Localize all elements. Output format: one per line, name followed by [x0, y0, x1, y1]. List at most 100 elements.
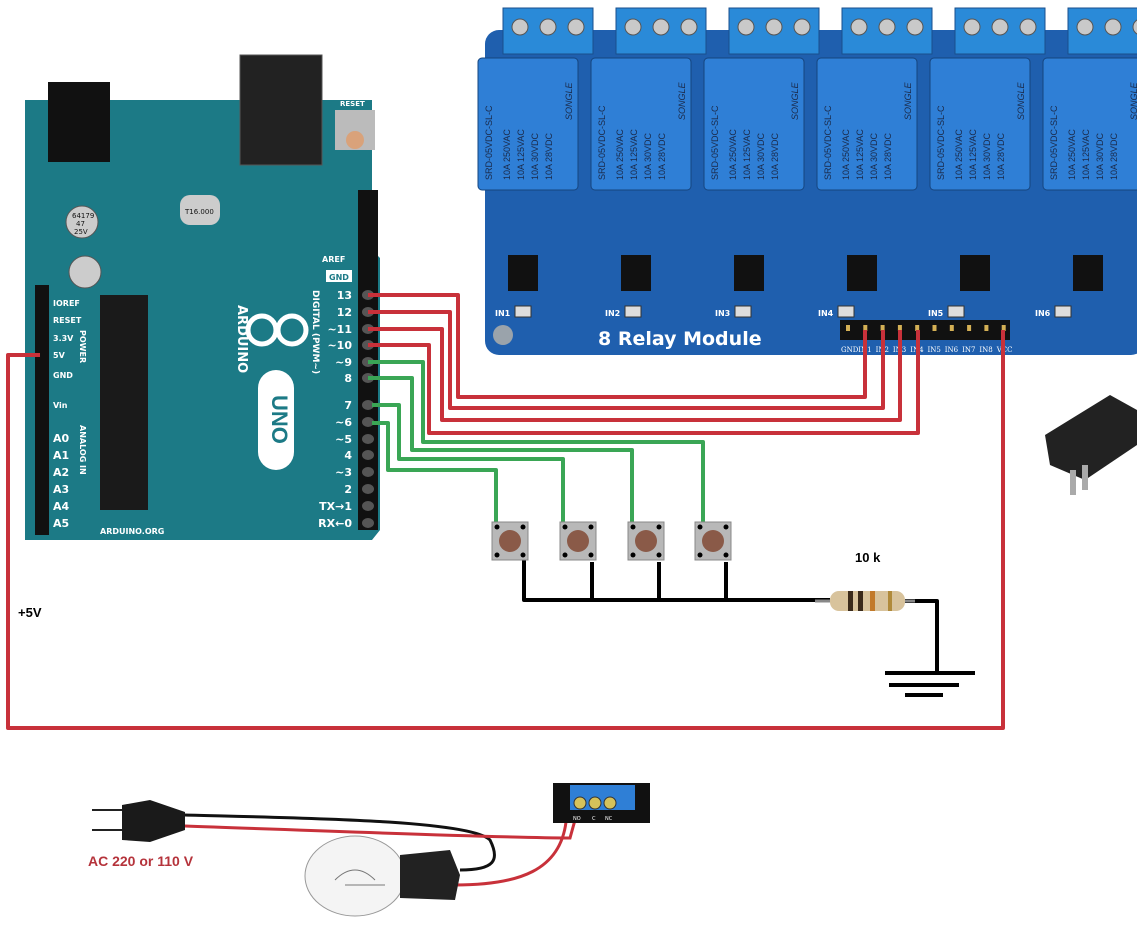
relay-body: [1042, 57, 1137, 191]
digital-pin-label: 7: [344, 399, 352, 412]
relay-model: SRD-05VDC-SL-C: [597, 105, 607, 180]
crystal-label: T16.000: [184, 208, 214, 216]
push-button-1[interactable]: [491, 521, 529, 561]
digital-pin-label: ~6: [335, 416, 352, 429]
wire-button-common: [522, 560, 830, 602]
header-socket: [362, 400, 374, 410]
relay-rating: 10A 125VAC: [516, 129, 526, 180]
terminal-screw: [906, 18, 924, 36]
wire-pin8-button3: [368, 376, 634, 522]
button-pin: [520, 524, 526, 530]
relay-rating: 10A 250VAC: [728, 129, 738, 180]
ac-wire-red-to-no: [454, 821, 568, 887]
single-relay-module: NO C NC: [553, 783, 650, 823]
relay-brand: SONGLE: [903, 81, 913, 120]
power-adapter-icon: [1045, 395, 1137, 495]
relay-rating: 10A 30VDC: [1095, 132, 1105, 180]
relay-module: SRD-05VDC-SL-C 10A 250VAC 10A 125VAC 10A 30…: [477, 7, 1137, 355]
relay-rating: 10A 28VDC: [1109, 132, 1119, 180]
header-pin: [880, 325, 885, 331]
push-button-2[interactable]: [559, 521, 597, 561]
terminal-screw: [850, 18, 868, 36]
terminal-screw: [737, 18, 755, 36]
header-pin: [984, 325, 989, 331]
header-pin: [1001, 325, 1006, 331]
terminal-screw: [539, 18, 557, 36]
relay-rating: 10A 250VAC: [615, 129, 625, 180]
wire-pin12-in2: [368, 310, 885, 410]
capacitor-text: 64179: [72, 212, 94, 220]
optocoupler: [734, 255, 764, 291]
resistor-value-label: 10 k: [855, 550, 881, 565]
relay-rating: 10A 250VAC: [1067, 129, 1077, 180]
optocoupler: [960, 255, 990, 291]
digital-pin-label: ~3: [335, 466, 352, 479]
arduino-brand-label: ARDUINO: [234, 305, 249, 373]
button-pin: [562, 552, 568, 558]
relay-brand: SONGLE: [1016, 81, 1026, 120]
power-label: POWER: [78, 330, 87, 363]
terminal-screw: [878, 18, 896, 36]
led-label-in2: IN2: [605, 309, 620, 318]
button-pin: [656, 552, 662, 558]
button-pin: [723, 552, 729, 558]
digital-pin-label: ~5: [335, 433, 352, 446]
header-socket: [362, 518, 374, 528]
led-label-in4: IN4: [818, 309, 834, 318]
wire-pin13-in1: [368, 293, 867, 399]
power-pin-label: GND: [53, 371, 73, 380]
reset-button-cap: [346, 131, 364, 149]
digital-pin-label: 2: [344, 483, 352, 496]
power-analog-header: [35, 285, 49, 535]
indicator-led: [624, 305, 642, 318]
relay-rating: 10A 125VAC: [1081, 129, 1091, 180]
wire-pin11-in3: [368, 327, 902, 422]
wire-5v-vcc: [6, 330, 1005, 730]
terminal-screw: [1076, 18, 1094, 36]
relay-body: [929, 57, 1031, 191]
relay-rating: 10A 30VDC: [756, 132, 766, 180]
digital-pin-label: RX←0: [318, 517, 352, 530]
ac-wiring: [184, 813, 577, 887]
terminal-no-label: NO: [573, 816, 581, 822]
terminal-screw: [652, 18, 670, 36]
power-pin-label: 3.3V: [53, 334, 74, 343]
terminal-screw: [511, 18, 529, 36]
reset-label: RESET: [340, 100, 365, 108]
relay-brand: SONGLE: [564, 81, 574, 120]
relay-rating: 10A 125VAC: [855, 129, 865, 180]
push-button-3[interactable]: [627, 521, 665, 561]
gnd-label-box: [326, 270, 352, 282]
terminal-c-label: C: [592, 816, 596, 822]
capacitor-2: [68, 255, 102, 289]
ac-wire-black: [184, 813, 496, 872]
wire-pin10-in4: [368, 330, 920, 435]
analog-pin-label: A3: [53, 483, 69, 496]
relay-module-title: 8 Relay Module: [598, 328, 762, 350]
relay-rating: 10A 28VDC: [770, 132, 780, 180]
relay-rating: 10A 30VDC: [643, 132, 653, 180]
button-cap: [702, 530, 724, 552]
power-jack: [48, 82, 110, 162]
relay-body: [703, 57, 805, 191]
push-button-4[interactable]: [694, 521, 732, 561]
analog-pin-label: A1: [53, 449, 69, 462]
relay-rating: 10A 30VDC: [869, 132, 879, 180]
capacitor-text: 25V: [74, 228, 88, 236]
led-label-in5: IN5: [928, 309, 944, 318]
terminal-screw: [765, 18, 783, 36]
header-socket: [362, 467, 374, 477]
button-pin: [697, 524, 703, 530]
relay-rating: 10A 250VAC: [502, 129, 512, 180]
button-pin: [520, 552, 526, 558]
button-pin: [723, 524, 729, 530]
header-pin-label-in8: IN8: [979, 346, 992, 354]
header-socket: [362, 484, 374, 494]
atmega-chip: [100, 295, 148, 510]
